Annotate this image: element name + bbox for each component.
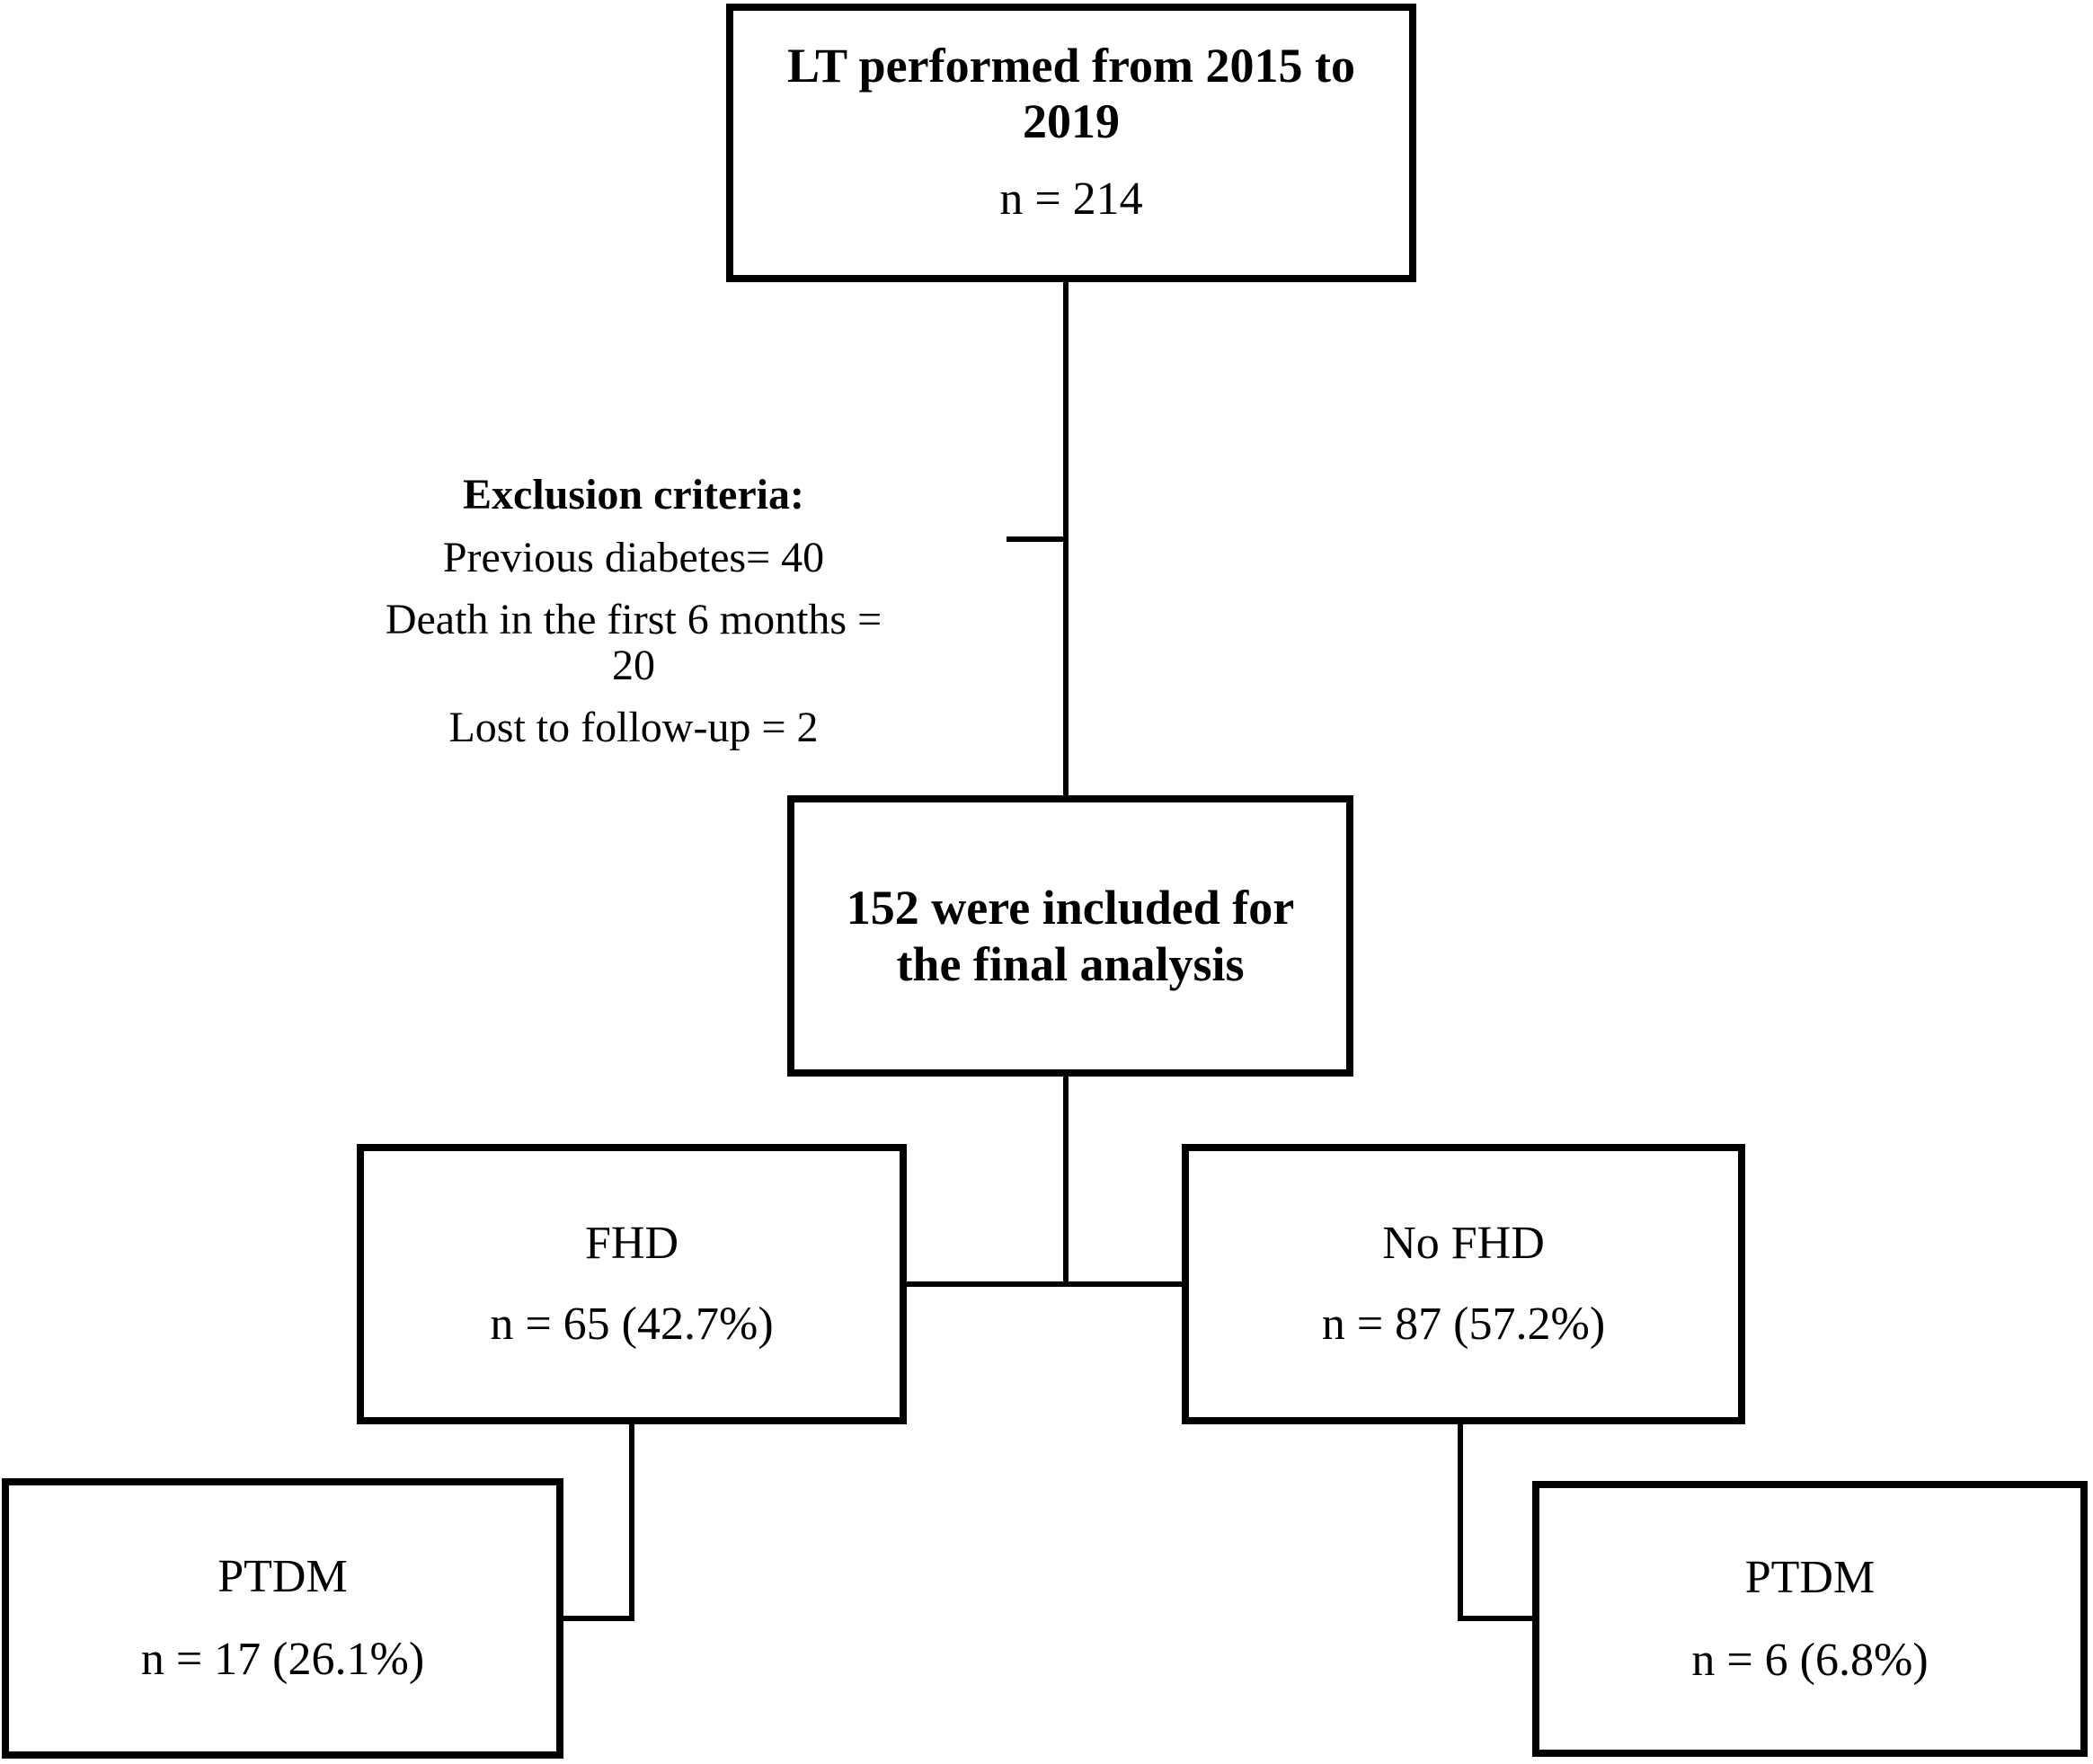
- no-fhd-title: No FHD: [1382, 1218, 1545, 1270]
- connector-nofhd-to-ptdm-horizontal-line: [1458, 1616, 1542, 1621]
- ptdm-no-fhd-box: PTDM n = 6 (6.8%): [1532, 1481, 2088, 1757]
- connector-included-to-split-line: [1063, 1074, 1069, 1287]
- connector-fhd-to-ptdm-vertical-line: [629, 1422, 634, 1621]
- ptdm-fhd-count: n = 17 (26.1%): [140, 1634, 425, 1685]
- lt-performed-title: LT performed from 2015 to 2019: [787, 39, 1355, 149]
- included-final-analysis-box: 152 were included for the final analysis: [787, 795, 1353, 1077]
- exclusion-criteria-note: Exclusion criteria: Previous diabetes= 4…: [373, 471, 894, 751]
- fhd-count: n = 65 (42.7%): [490, 1299, 774, 1350]
- connector-top-to-included-line: [1063, 280, 1069, 804]
- lt-performed-box: LT performed from 2015 to 2019 n = 214: [726, 4, 1416, 282]
- fhd-box: FHD n = 65 (42.7%): [357, 1144, 907, 1424]
- lt-performed-count: n = 214: [999, 173, 1143, 226]
- exclusion-criteria-heading: Exclusion criteria:: [463, 471, 804, 519]
- no-fhd-count: n = 87 (57.2%): [1321, 1299, 1606, 1350]
- branch-crossbar-line: [903, 1281, 1185, 1287]
- ptdm-no-fhd-count: n = 6 (6.8%): [1691, 1634, 1929, 1686]
- connector-nofhd-to-ptdm-vertical-line: [1458, 1422, 1463, 1621]
- included-final-analysis-title: 152 were included for the final analysis: [846, 881, 1295, 991]
- ptdm-fhd-title: PTDM: [217, 1551, 348, 1603]
- ptdm-fhd-box: PTDM n = 17 (26.1%): [2, 1478, 563, 1759]
- exclusion-item-death-first-6-months: Death in the first 6 months = 20: [385, 595, 882, 690]
- exclusion-item-lost-to-followup: Lost to follow-up = 2: [448, 704, 819, 752]
- connector-fhd-to-ptdm-horizontal-line: [560, 1616, 634, 1621]
- fhd-title: FHD: [584, 1218, 679, 1270]
- no-fhd-box: No FHD n = 87 (57.2%): [1182, 1144, 1745, 1424]
- exclusion-item-previous-diabetes: Previous diabetes= 40: [442, 533, 825, 581]
- ptdm-no-fhd-title: PTDM: [1744, 1551, 1876, 1603]
- exclusion-tick-line: [1007, 536, 1066, 542]
